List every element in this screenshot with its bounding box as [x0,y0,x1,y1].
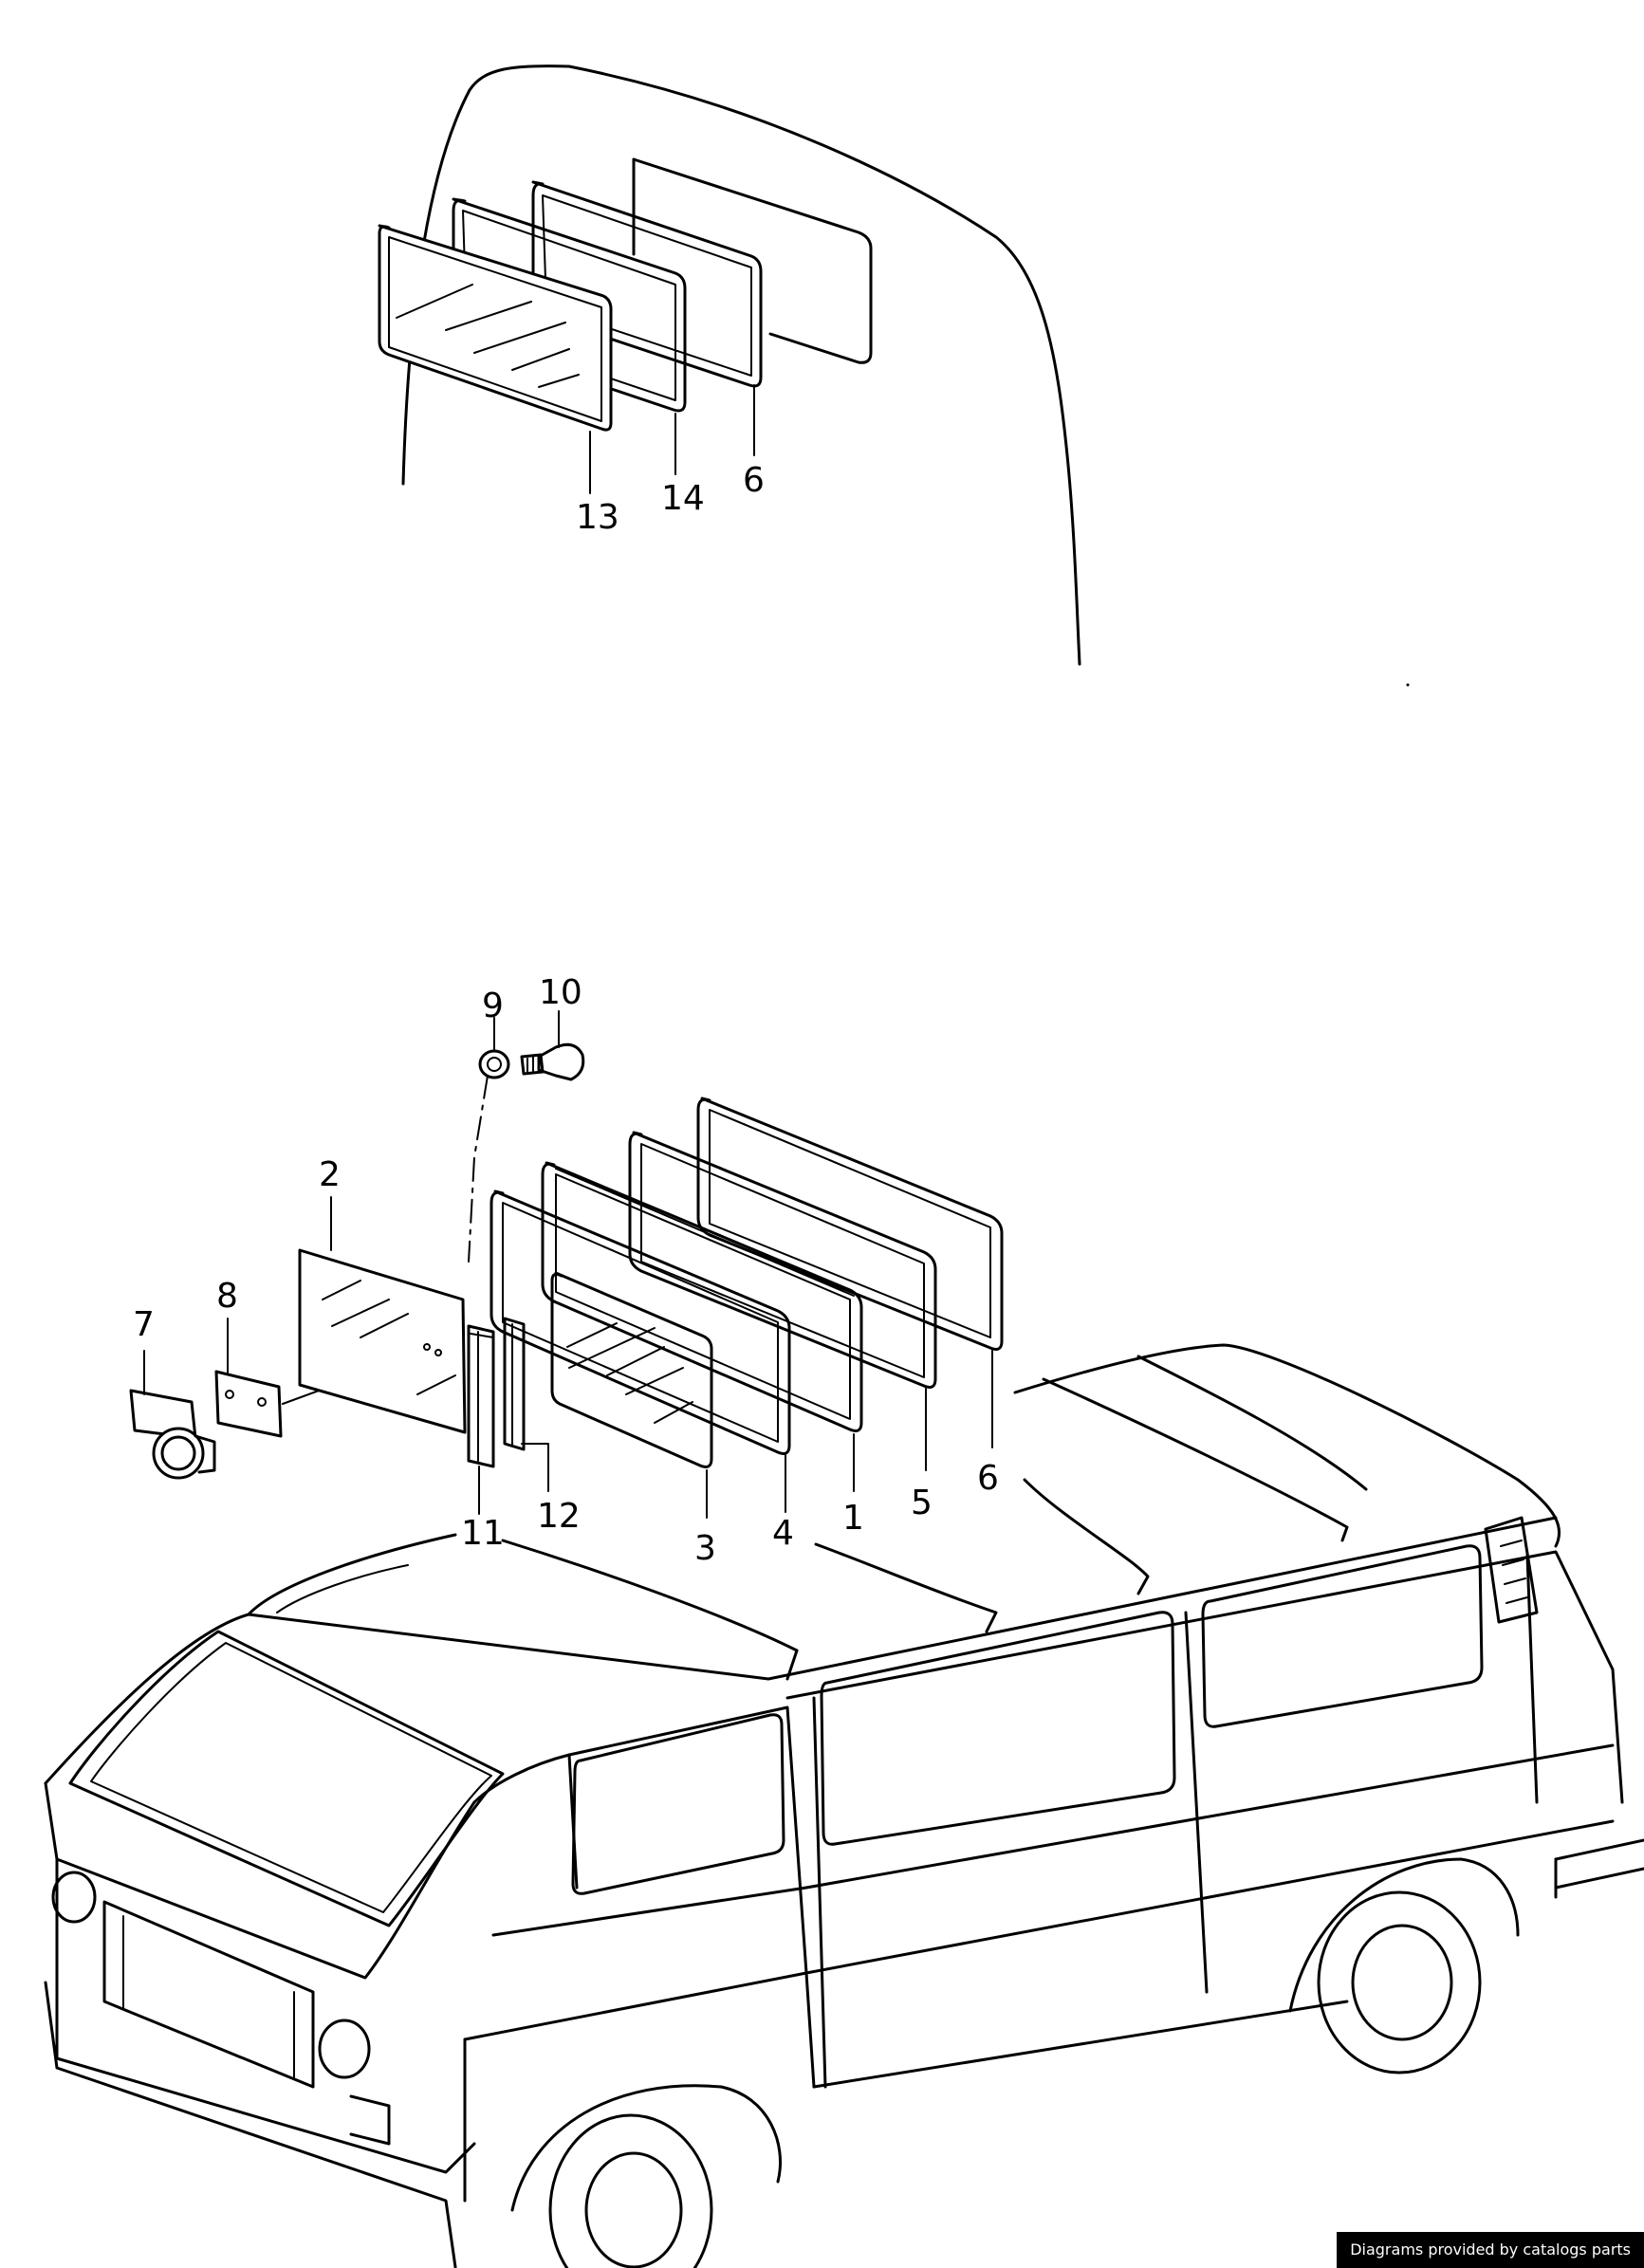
guide-rail-12 [505,1318,524,1449]
callout-3: 3 [694,1529,716,1568]
van-front [46,1783,474,2267]
rear-window-glass-13 [379,226,611,430]
trim-cap-7 [131,1391,214,1478]
dashed-leader-9 [469,1076,488,1262]
fixed-glass-3 [552,1273,711,1466]
callout-8: 8 [216,1277,238,1316]
speck [1406,683,1410,687]
callout-9: 9 [482,986,504,1025]
callout-12: 12 [537,1497,581,1536]
guide-rail-11 [469,1326,493,1466]
rear-body-outline [403,66,1080,664]
callout-6-top: 6 [743,461,765,500]
front-door [465,1707,814,2201]
callout-14: 14 [661,479,705,518]
side-windows [573,1546,1482,1894]
leader-lines-side [144,1011,992,1518]
front-wheel [512,2086,781,2268]
rear-vents [1486,1518,1537,1622]
rear-bumper [1556,1840,1644,1897]
retainer-plate-8 [216,1352,425,1436]
window-frame-6 [698,1098,1002,1349]
van-roof [249,1345,1560,1679]
rear-window-opening [634,159,871,362]
callout-4: 4 [772,1514,794,1553]
bolt-10 [522,1044,583,1079]
callout-7: 7 [133,1305,155,1344]
callout-5: 5 [911,1484,933,1522]
rear-wheel [1290,1859,1518,2073]
callout-11: 11 [461,1514,505,1553]
rear-window-frame-6-top [533,182,761,386]
callout-10: 10 [539,973,582,1012]
windshield [46,1614,503,1926]
callout-6: 6 [977,1459,999,1498]
window-frame-5 [630,1133,935,1387]
sliding-glass-2 [300,1250,465,1432]
callout-13: 13 [576,498,619,537]
diagram-credit: Diagrams provided by catalogs parts [1337,2232,1644,2268]
washer-9 [480,1051,508,1078]
callout-2: 2 [319,1155,341,1194]
leader-lines-top [590,385,754,493]
van-side-body [787,1552,1622,2087]
callout-1: 1 [842,1499,864,1538]
